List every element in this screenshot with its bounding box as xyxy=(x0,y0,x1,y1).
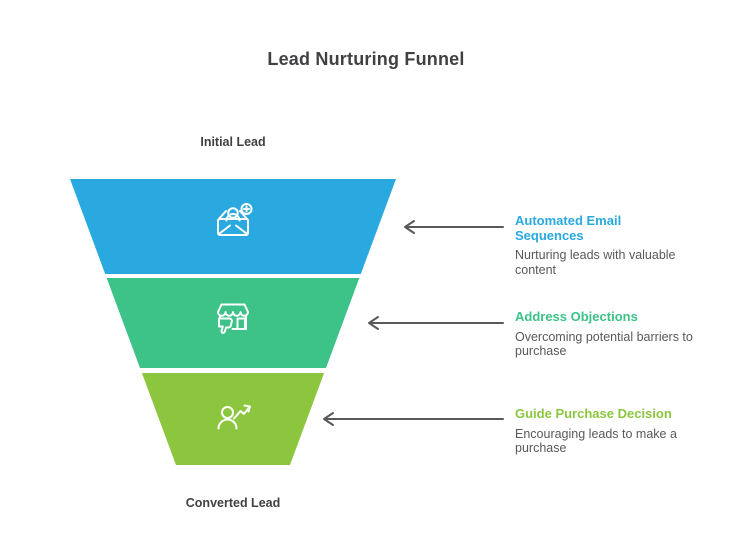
annotation-title: Guide Purchase Decision xyxy=(515,406,672,421)
annotation-guide-purchase: Guide Purchase Decision Encouraging lead… xyxy=(515,406,707,456)
annotation-title: Automated Email Sequences xyxy=(515,213,622,243)
arrow-automated-email xyxy=(404,220,504,234)
annotation-address-objections: Address Objections Overcoming potential … xyxy=(515,309,707,359)
email-add-contact-icon xyxy=(217,203,253,236)
funnel-segment-automated-email-sequences xyxy=(70,179,396,274)
funnel-segment-address-objections xyxy=(106,278,360,368)
annotation-arrows xyxy=(323,220,504,426)
person-decision-path-icon xyxy=(217,404,251,430)
annotation-description: Encouraging leads to make a purchase xyxy=(515,426,677,456)
funnel-top-label: Initial Lead xyxy=(200,135,266,149)
annotation-automated-email: Automated Email Sequences Nurturing lead… xyxy=(515,213,707,278)
annotation-description: Nurturing leads with valuable content xyxy=(515,248,676,277)
arrow-guide-purchase xyxy=(323,412,504,426)
segment-icons xyxy=(217,203,253,430)
annotation-description: Overcoming potential barriers to purchas… xyxy=(515,329,693,359)
storefront-thumbs-down-icon xyxy=(217,303,249,334)
funnel-segment-guide-purchase-decision xyxy=(141,373,325,465)
funnel-bottom-label: Converted Lead xyxy=(185,496,281,510)
annotation-title: Address Objections xyxy=(515,309,638,324)
arrow-address-objections xyxy=(368,316,504,330)
page-title: Lead Nurturing Funnel xyxy=(267,49,465,69)
